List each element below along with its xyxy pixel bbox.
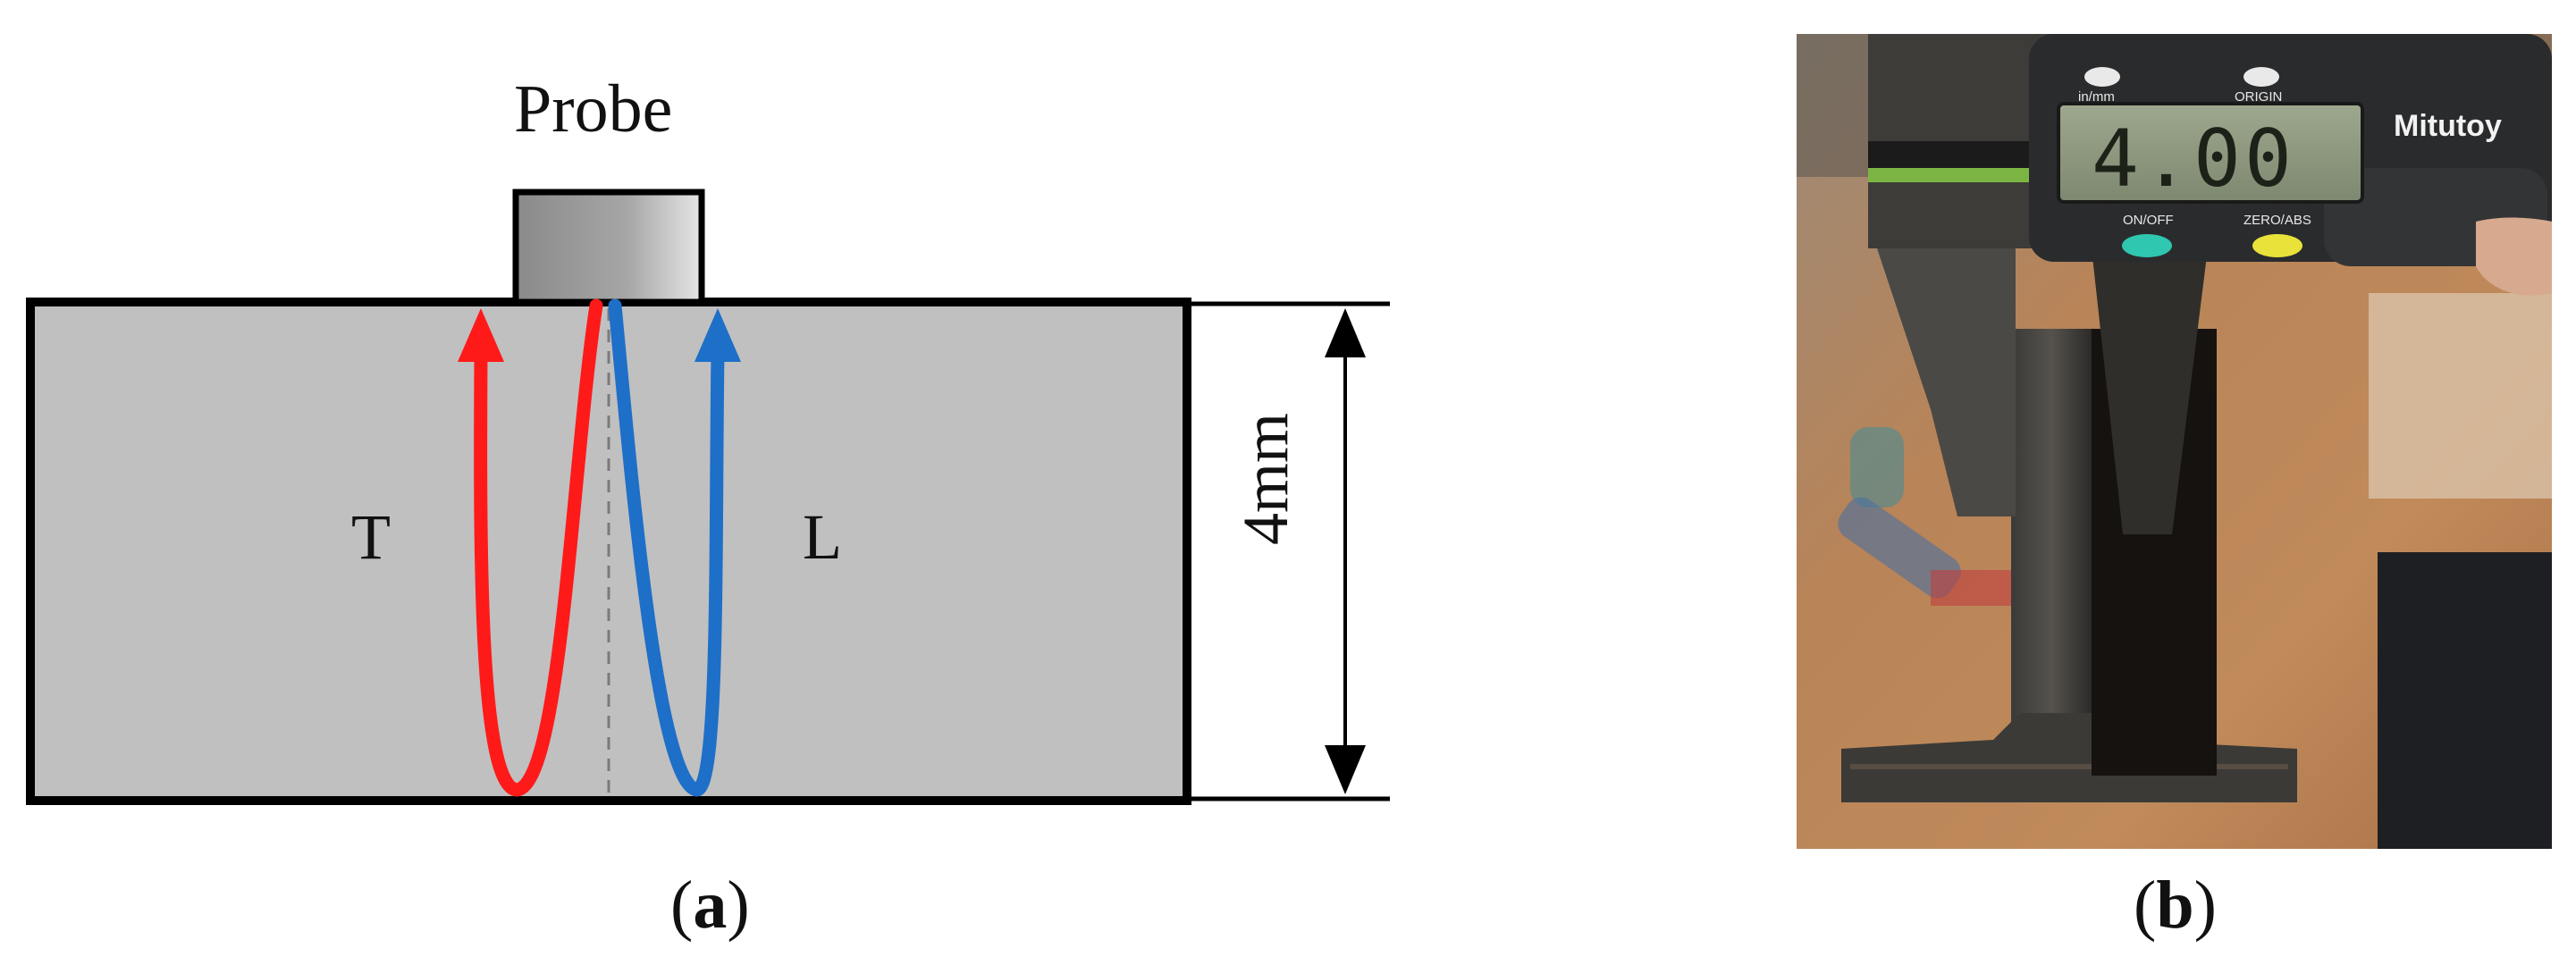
zero-abs-button-label: ZERO/ABS bbox=[2243, 213, 2311, 228]
dimension-arrow-up bbox=[1325, 308, 1366, 357]
caption-b-letter: b bbox=[2156, 868, 2194, 943]
probe-block bbox=[512, 189, 705, 306]
dimension-arrow-down bbox=[1325, 745, 1366, 794]
on-off-button bbox=[2122, 234, 2172, 257]
caption-a-letter: a bbox=[693, 868, 728, 943]
longitudinal-wave-arrowhead bbox=[695, 308, 741, 362]
longitudinal-wave-label: L bbox=[803, 501, 842, 573]
caliper-reading: 4.00 bbox=[2092, 113, 2295, 205]
zero-abs-button bbox=[2252, 234, 2302, 257]
transverse-wave-arrowhead bbox=[458, 308, 504, 362]
origin-button-label: ORIGIN bbox=[2235, 89, 2283, 105]
in-mm-button-label: in/mm bbox=[2078, 89, 2115, 105]
in-mm-button bbox=[2084, 67, 2120, 87]
transverse-wave-path bbox=[474, 298, 603, 797]
probe-label: Probe bbox=[514, 71, 673, 147]
transverse-wave-label: T bbox=[351, 501, 391, 573]
longitudinal-wave-path bbox=[608, 298, 725, 797]
on-off-button-label: ON/OFF bbox=[2123, 213, 2174, 228]
origin-button bbox=[2243, 67, 2279, 87]
caliper-brand: Mitutoy bbox=[2394, 109, 2502, 143]
caption-b: (b) bbox=[2134, 868, 2217, 943]
caliper-photo: 4.00 in/mm ORIGIN ON/OFF ZERO/ABS Mituto… bbox=[1797, 34, 2552, 849]
caption-a: (a) bbox=[670, 868, 750, 943]
caliper-lcd bbox=[2057, 102, 2364, 204]
thickness-label: 4mm bbox=[1230, 412, 1301, 545]
